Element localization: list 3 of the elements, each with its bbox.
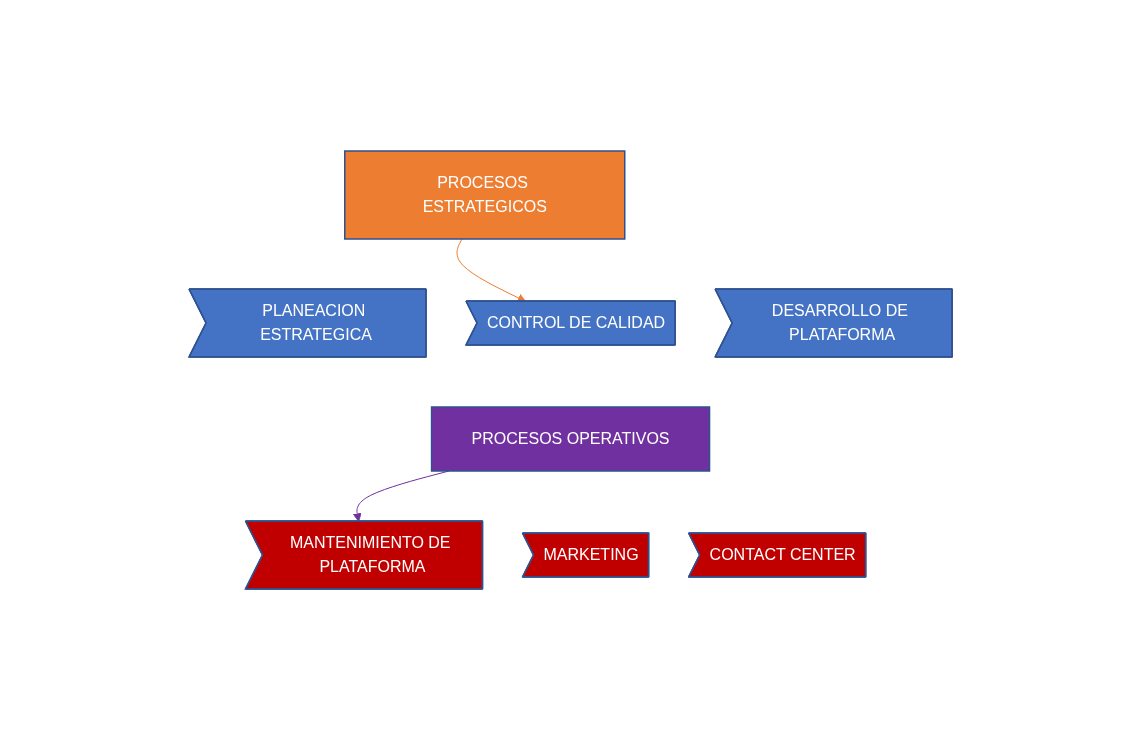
arrow (456, 238, 527, 302)
node-box: PROCESOS OPERATIVOS (430, 406, 711, 472)
node-box: PROCESOS ESTRATEGICOS (343, 150, 626, 240)
